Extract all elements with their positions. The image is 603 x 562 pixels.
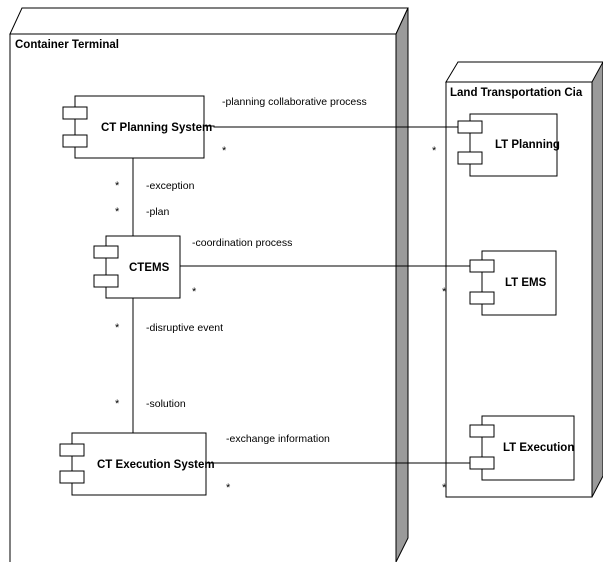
- component-ct-execution-system[interactable]: CT Execution System: [59, 432, 215, 496]
- node-title: Container Terminal: [15, 39, 119, 51]
- component-body: [74, 95, 205, 159]
- component-name: CT Planning System: [101, 122, 212, 134]
- multiplicity: *: [222, 145, 227, 157]
- component-name: CTEMS: [129, 262, 170, 274]
- component-ct-planning-system[interactable]: CT Planning System: [62, 95, 212, 159]
- component-port-icon: [469, 424, 495, 438]
- component-port-icon: [62, 106, 88, 120]
- component-lt-execution[interactable]: LT Execution: [469, 415, 575, 481]
- node-container-terminal[interactable]: Container Terminal: [9, 7, 409, 562]
- association-label: -coordination process: [192, 237, 292, 249]
- component-port-icon: [469, 456, 495, 470]
- component-port-icon: [59, 470, 85, 484]
- component-lt-planning[interactable]: LT Planning: [457, 113, 560, 177]
- component-port-icon: [457, 151, 483, 165]
- component-port-icon: [469, 259, 495, 273]
- node-land-transportation[interactable]: Land Transportation Cia: [445, 61, 603, 498]
- association-label: -exception: [146, 180, 195, 192]
- component-port-icon: [93, 274, 119, 288]
- node-top-face: [9, 7, 409, 35]
- node-side-face: [395, 7, 409, 562]
- link-planning-collaborative: [204, 125, 458, 128]
- component-body: [469, 113, 558, 177]
- component-name: CT Execution System: [97, 459, 215, 471]
- multiplicity: *: [115, 206, 120, 218]
- node-front-face: [445, 81, 593, 498]
- multiplicity: *: [115, 322, 120, 334]
- component-body: [71, 432, 207, 496]
- multiplicity: *: [442, 482, 447, 494]
- association-label: -solution: [146, 398, 186, 410]
- multiplicity: *: [115, 398, 120, 410]
- component-lt-ems[interactable]: LT EMS: [469, 250, 557, 316]
- multiplicity: *: [432, 145, 437, 157]
- association-label: -exchange information: [226, 433, 330, 445]
- component-port-icon: [469, 291, 495, 305]
- component-name: LT Planning: [495, 139, 560, 151]
- component-name: LT Execution: [503, 442, 574, 454]
- component-body: [481, 415, 575, 481]
- multiplicity: *: [226, 482, 231, 494]
- component-port-icon: [457, 120, 483, 134]
- multiplicity: *: [442, 286, 447, 298]
- component-ctems[interactable]: CTEMS: [93, 235, 181, 299]
- node-side-face: [591, 61, 603, 498]
- node-front-face: [9, 33, 397, 562]
- node-title: Land Transportation Cia: [450, 87, 583, 99]
- multiplicity: *: [115, 180, 120, 192]
- association-label: -plan: [146, 206, 170, 218]
- component-port-icon: [93, 245, 119, 259]
- association-label: -disruptive event: [146, 322, 223, 334]
- association-lines: [132, 125, 470, 464]
- component-port-icon: [62, 134, 88, 148]
- association-label: -planning collaborative process: [222, 96, 367, 108]
- node-top-face: [445, 61, 603, 83]
- component-name: LT EMS: [505, 277, 547, 289]
- multiplicity: *: [192, 286, 197, 298]
- component-port-icon: [59, 443, 85, 457]
